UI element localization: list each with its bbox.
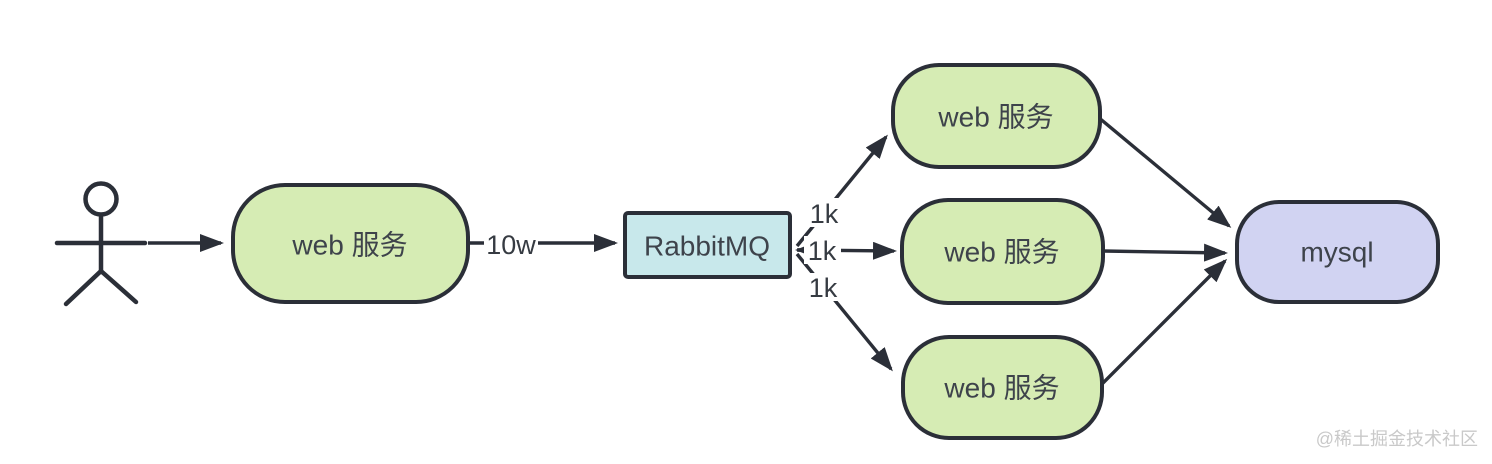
node-shape	[891, 63, 1102, 169]
node-shape	[901, 335, 1104, 440]
node-web-consumer-mid: web 服务	[900, 198, 1105, 305]
label-backing	[484, 228, 538, 259]
node-shape	[1235, 200, 1440, 304]
node-label: RabbitMQ	[644, 231, 770, 262]
label-backing	[806, 198, 843, 227]
edge-rabbitmq-to-web-bottom	[795, 252, 893, 372]
node-shape	[623, 211, 792, 279]
edge-label-10w: 10w	[484, 228, 538, 260]
label-backing	[804, 236, 841, 264]
edge-rabbitmq-to-web-top	[795, 134, 888, 248]
watermark-text: @稀土掘金技术社区	[1316, 429, 1478, 449]
node-label: web 服务	[937, 102, 1053, 133]
node-mysql: mysql	[1235, 200, 1440, 304]
actor-leg-left	[63, 268, 104, 307]
user-actor	[54, 181, 148, 307]
node-shape	[900, 198, 1105, 305]
node-label: mysql	[1300, 237, 1373, 268]
edge-label-1k-top: 1k	[806, 198, 843, 229]
edge-web-top-to-mysql	[1096, 115, 1232, 228]
node-label: web 服务	[943, 373, 1059, 404]
actor-head	[83, 181, 119, 217]
edge-web-mid-to-mysql	[1102, 243, 1228, 262]
label-backing	[805, 273, 842, 301]
node-label: web 服务	[943, 237, 1059, 268]
node-web-consumer-bottom: web 服务	[901, 335, 1104, 440]
node-rabbitmq: RabbitMQ	[623, 211, 792, 279]
edge-label-text: 1k	[809, 273, 838, 303]
edge-label-1k-mid: 1k	[804, 236, 841, 266]
edge-label-text: 10w	[486, 230, 536, 260]
edge-web-bottom-to-mysql	[1100, 258, 1228, 386]
node-shape	[231, 183, 470, 304]
edge-label-1k-bottom: 1k	[805, 273, 842, 303]
edge-label-text: 1k	[808, 236, 837, 266]
node-web-entry: web 服务	[231, 183, 470, 304]
actor-leg-right	[98, 268, 139, 305]
edge-label-text: 1k	[810, 199, 839, 229]
node-web-consumer-top: web 服务	[891, 63, 1102, 169]
node-label: web 服务	[291, 230, 407, 261]
